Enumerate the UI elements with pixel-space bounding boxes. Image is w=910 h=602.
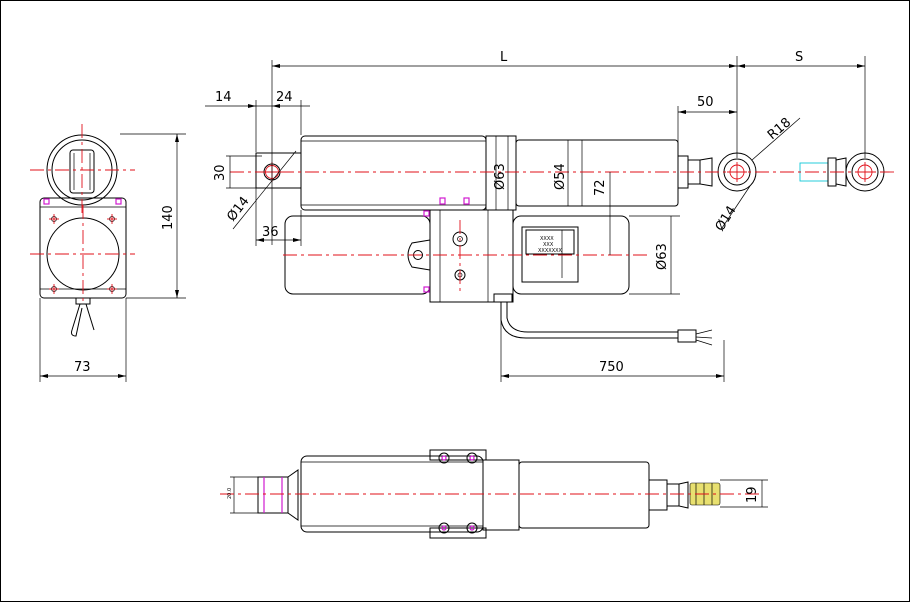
side-view: XXXX XXX XXXXXXX [205, 56, 895, 382]
dim-dia63-motor: Ø63 [655, 243, 670, 270]
label-line-3: XXXXXXX [538, 248, 563, 254]
dim-24: 24 [276, 90, 293, 105]
dim-72: 72 [593, 179, 608, 196]
dim-140: 140 [161, 205, 176, 230]
dim-dia63-tube: Ø63 [493, 163, 508, 190]
end-view [30, 124, 186, 382]
label-line-2: XXX [543, 242, 554, 248]
dim-19: 19 [745, 486, 760, 503]
label-line-1: XXXX [540, 236, 554, 242]
dim-30: 30 [213, 164, 228, 181]
dim-r18: R18 [765, 115, 794, 143]
dimension-labels: L S 14 24 50 R18 30 Ø14 36 Ø63 Ø54 72 Ø1… [74, 50, 803, 503]
dim-dia14-rear: Ø14 [224, 194, 252, 224]
dim-14: 14 [215, 90, 232, 105]
dim-36: 36 [262, 225, 279, 240]
dim-dia54: Ø54 [553, 163, 568, 190]
dim-73: 73 [74, 360, 91, 375]
dim-stroke: S [795, 50, 803, 65]
dim-750: 750 [599, 360, 624, 375]
dim-50: 50 [697, 95, 714, 110]
dim-small-mark: 20.0 [227, 488, 233, 499]
dim-length: L [500, 50, 508, 65]
top-view [220, 449, 768, 539]
